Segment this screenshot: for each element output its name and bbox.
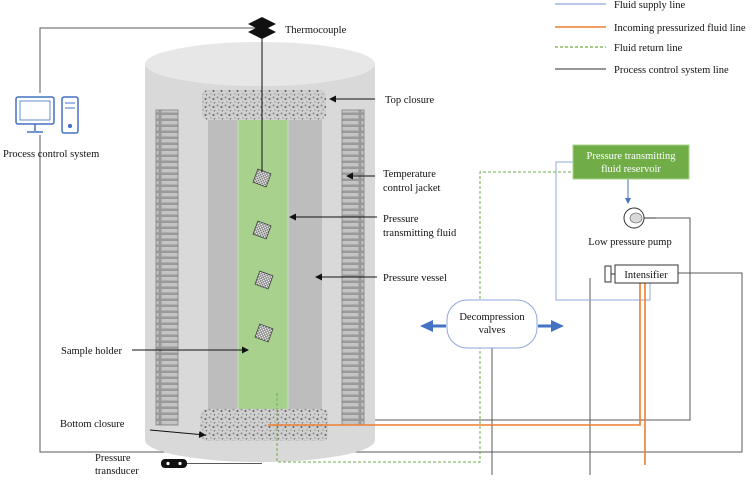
legend-process-control: Process control system line xyxy=(614,65,729,76)
sample-holder xyxy=(237,117,289,413)
intensifier-label: Intensifier xyxy=(624,270,668,281)
decompression-valves xyxy=(446,299,538,349)
sample-holder-label: Sample holder xyxy=(61,346,122,357)
thermocouple-icon xyxy=(248,17,276,172)
top-closure-label: Top closure xyxy=(385,95,434,106)
transducer-label-1: Pressure xyxy=(95,453,131,464)
fluid-supply-line xyxy=(555,161,651,301)
bottom-closure-label: Bottom closure xyxy=(60,419,125,430)
decompression-label-2: valves xyxy=(479,325,506,336)
reservoir-label-1: Pressure transmitting xyxy=(587,151,677,162)
ptf-label-2: transmitting fluid xyxy=(383,228,457,239)
decompression-label-1: Decompression xyxy=(459,312,525,323)
legend-incoming-pressurized: Incoming pressurized fluid line xyxy=(614,23,746,34)
ptf-label-1: Pressure xyxy=(383,214,419,225)
process-control-system-label: Process control system xyxy=(3,149,99,160)
process-control-lines xyxy=(39,27,743,475)
samples xyxy=(252,168,274,343)
bottom-closure xyxy=(200,409,328,441)
temperature-jacket-right xyxy=(341,109,365,426)
reservoir-label-2: fluid reservoir xyxy=(601,164,661,175)
transducer-label-2: transducer xyxy=(95,466,139,477)
low-pressure-pump-label: Low pressure pump xyxy=(588,237,671,248)
legend-fluid-supply: Fluid supply line xyxy=(614,0,686,11)
decompression-arrows xyxy=(420,320,564,332)
temperature-jacket-label-1: Temperature xyxy=(383,169,436,180)
top-closure xyxy=(202,90,326,120)
computer-icon xyxy=(15,96,79,134)
legend: Fluid supply line Incoming pressurized f… xyxy=(555,0,746,76)
pressure-vessel-label: Pressure vessel xyxy=(383,273,447,284)
fluid-reservoir xyxy=(572,144,690,180)
temperature-jacket-label-2: control jacket xyxy=(383,183,441,194)
low-pressure-pump-icon xyxy=(623,207,656,229)
temperature-jacket-left xyxy=(155,109,179,426)
fluid-return-line xyxy=(276,171,575,463)
pressure-transducer-icon xyxy=(161,459,262,468)
incoming-pressurized-line xyxy=(268,283,641,426)
legend-fluid-return: Fluid return line xyxy=(614,43,683,54)
intensifier xyxy=(604,264,679,284)
thermocouple-label: Thermocouple xyxy=(285,25,347,36)
callout-arrows xyxy=(132,95,377,438)
